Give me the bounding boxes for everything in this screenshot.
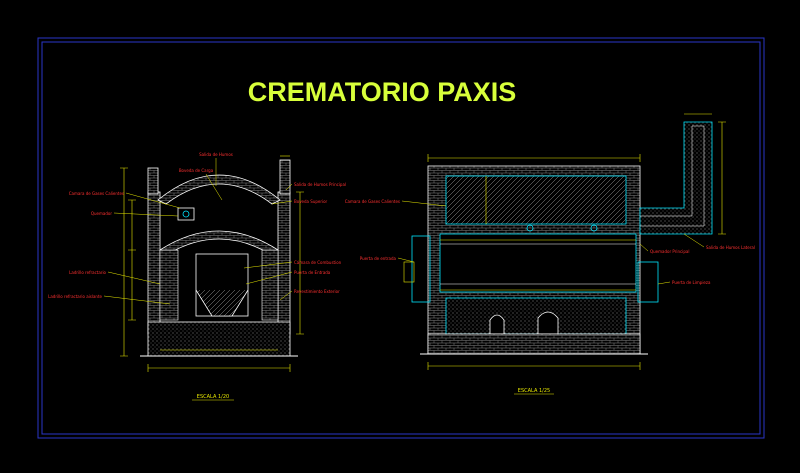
right-port-1 (526, 224, 534, 232)
left-burner-box (177, 207, 195, 221)
right-cleaning-door (637, 261, 659, 303)
left-dimensions (120, 155, 304, 372)
frame-inner (41, 41, 761, 435)
left-label-refractory-brick: Ladrillo refractario (69, 270, 106, 275)
left-section-view: ESCALA 1/20 (120, 155, 304, 401)
right-lower-chamber (445, 297, 627, 335)
right-combustion-channel (439, 233, 637, 293)
right-label-cleaning-door: Puerta de Limpieza (672, 280, 711, 285)
drawing-title: CREMATORIO PAXIS (248, 77, 517, 107)
left-label-upper-vault: Boveda Superior (294, 199, 328, 204)
left-inner-wall-right (261, 249, 279, 321)
right-flue-duct (639, 121, 713, 235)
left-hearth (195, 289, 249, 317)
left-upper-arch (157, 174, 281, 205)
left-view-caption: ESCALA 1/20 (197, 394, 229, 400)
left-label-main-smoke-outlet: Salida de Humos Principal (294, 182, 346, 187)
left-label-insulating-brick: Ladrillo refractario aislante (48, 294, 102, 299)
right-label-hot-gas-chamber: Camara de Gases Calientes (345, 199, 400, 204)
right-label-entry-door: Puerta de entrada (360, 256, 397, 261)
left-label-hot-gas-chamber: Camara de Gases Calientes (69, 191, 124, 196)
left-label-entry-door: Puerta de Entrada (294, 270, 331, 275)
left-foundation (147, 321, 291, 357)
right-foundation (427, 333, 641, 355)
right-label-side-smoke-outlet: Salida de Humos Lateral (706, 245, 755, 250)
frame-outer (37, 37, 765, 439)
right-arch-opening-1 (489, 314, 505, 335)
right-upper-chamber (445, 175, 627, 225)
left-label-combustion-chamber: Cámara de Combustion (294, 260, 342, 265)
right-section-view: ESCALA 1/25 (403, 113, 726, 395)
right-dimensions (427, 113, 726, 370)
right-entry-door (411, 235, 431, 303)
right-port-2 (590, 224, 598, 232)
leader-lines (103, 158, 705, 305)
left-chimney-right (279, 159, 291, 195)
annotations: Camara de Gases Calientes Quemador Ladri… (48, 152, 755, 299)
left-inner-wall-left (159, 249, 179, 321)
left-burner-port (182, 210, 190, 218)
left-label-load-vault: Boveda de Carga (179, 168, 214, 173)
left-label-burner: Quemador (91, 211, 112, 216)
left-chimney-left (147, 167, 159, 195)
left-label-smoke-outlet: Salida de Humos (199, 152, 233, 157)
right-view-caption: ESCALA 1/25 (518, 388, 550, 394)
right-arch-opening-2 (537, 311, 559, 335)
left-wall-left (147, 191, 161, 335)
left-label-outer-lining: Revestimiento Exterior (294, 289, 340, 294)
right-label-main-burner: Quemador Principal (650, 249, 689, 254)
